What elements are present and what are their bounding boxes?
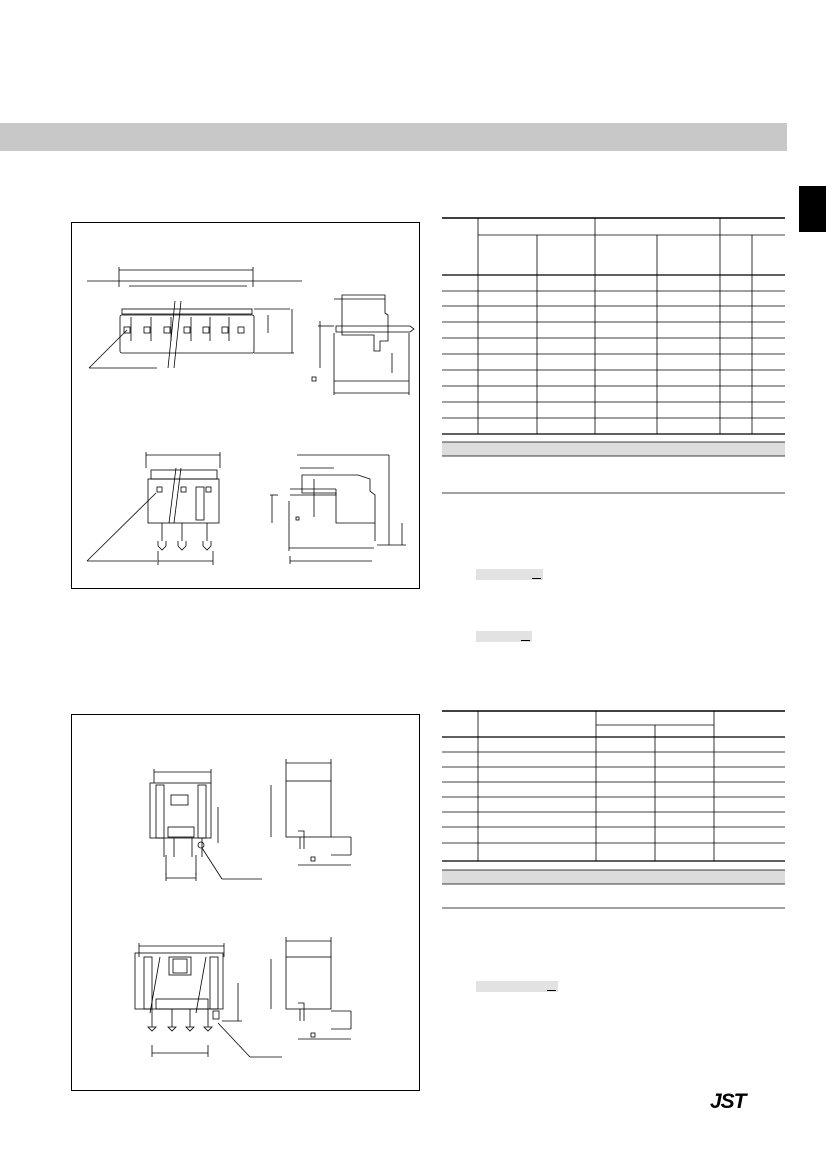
top-spec-table <box>442 217 785 494</box>
field-1 <box>476 569 543 580</box>
top-drawing-panel <box>71 222 420 589</box>
top-drawing-svg <box>86 267 415 565</box>
field-3 <box>476 981 558 992</box>
bottom-spec-table <box>442 710 785 909</box>
table-rows <box>442 751 785 844</box>
pin-slots <box>123 317 245 341</box>
section-header-band <box>0 123 787 151</box>
bottom-drawing-panel <box>71 714 420 1091</box>
bottom-drawing-svg <box>134 759 352 1058</box>
field-2 <box>476 631 532 642</box>
jst-logo: JST <box>710 1090 747 1113</box>
table-rows <box>442 290 785 419</box>
index-side-tab <box>799 186 826 232</box>
